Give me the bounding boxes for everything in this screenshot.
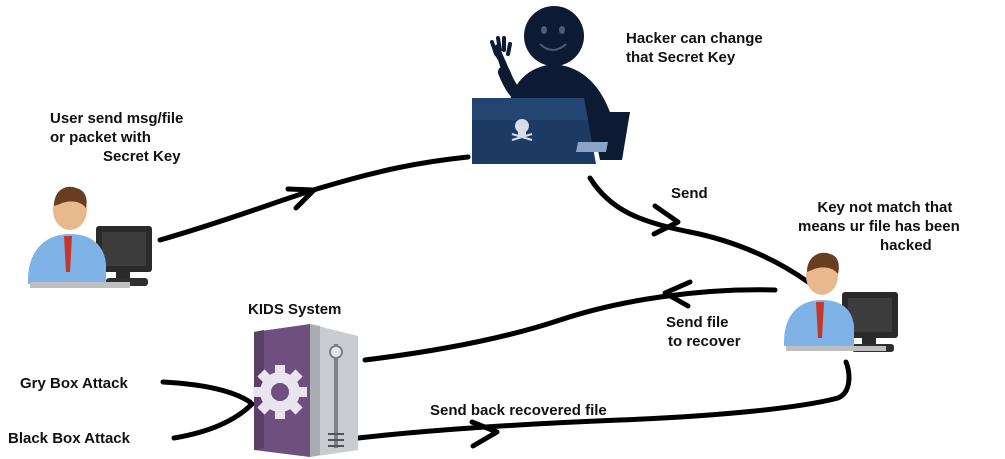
hacker-laptop-icon [472, 6, 630, 164]
arrowhead-hacker-to-receiver [651, 203, 681, 237]
user-sender-line-1: User send msg/file [50, 110, 184, 127]
receiver-line-1: Key not match that [817, 199, 953, 216]
send-file-line-2: to recover [668, 333, 741, 350]
user-sender-line-3: Secret Key [103, 148, 181, 165]
arrow-receiver-to-kids [362, 287, 778, 363]
send-file-label: Send file to recover [666, 313, 741, 351]
receiver-label: Key not match that means ur file has bee… [798, 198, 960, 255]
gry-box-attack-label: Gry Box Attack [20, 374, 128, 393]
black-box-attack-text: Black Box Attack [8, 430, 130, 447]
server-gear-icon [253, 324, 358, 457]
arrow-black-box-attack [171, 401, 255, 441]
send-back-text: Send back recovered file [430, 402, 607, 419]
send-file-line-1: Send file [666, 314, 729, 331]
kids-system-label: KIDS System [248, 300, 341, 319]
arrow-hacker-to-receiver [587, 175, 811, 285]
user-sender-label: User send msg/file or packet with Secret… [50, 109, 183, 166]
receiver-line-2: means ur file has been [798, 218, 960, 235]
user-computer-icon [28, 186, 152, 288]
hacker-line-2: that Secret Key [626, 49, 736, 66]
kids-system-text: KIDS System [248, 301, 342, 318]
receiver-line-3: hacked [880, 237, 932, 254]
arrowhead-sender-to-hacker [285, 186, 317, 211]
user-sender-line-2: or packet with [50, 129, 151, 146]
send-label: Send [671, 184, 708, 203]
send-back-label: Send back recovered file [430, 401, 607, 420]
arrow-kids-to-receiver [355, 359, 852, 441]
hacker-label: Hacker can change that Secret Key [626, 29, 763, 67]
hacker-line-1: Hacker can change [626, 30, 763, 47]
black-box-attack-label: Black Box Attack [8, 429, 130, 448]
arrowhead-kids-to-receiver [469, 419, 500, 449]
arrowhead-receiver-to-kids [662, 279, 693, 309]
arrow-gry-box-attack [160, 379, 253, 405]
user-computer-icon [784, 252, 898, 352]
send-text: Send [671, 185, 708, 202]
arrow-sender-to-hacker [157, 154, 471, 243]
gry-box-attack-text: Gry Box Attack [20, 375, 128, 392]
